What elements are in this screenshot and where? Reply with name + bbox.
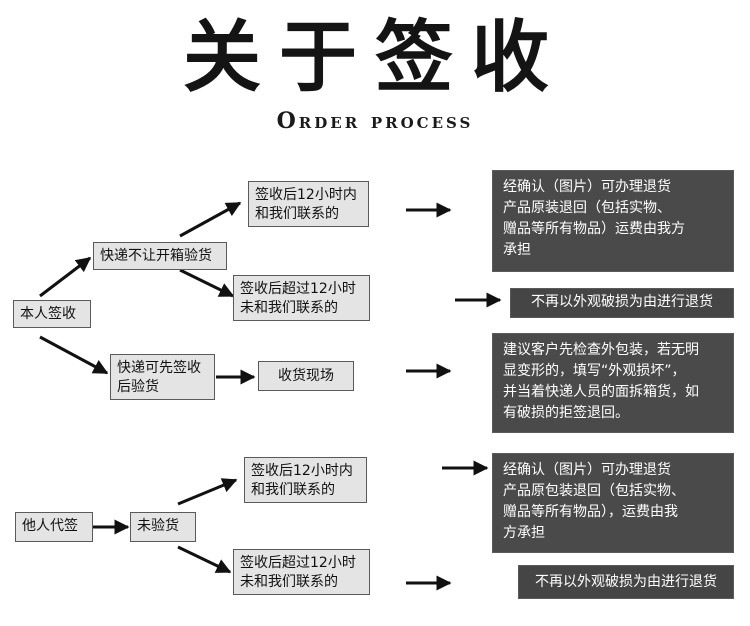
- node-sign-contact-within-12h: 签收后12小时内 和我们联系的: [248, 181, 369, 227]
- node-line: 签收后12小时内: [255, 187, 357, 203]
- result-line: 产品原包装退回（包括实物、: [503, 483, 685, 499]
- arrow-notinspected-to-within12: [177, 478, 238, 506]
- result-return-ok-1: 经确认（图片）可办理退货 产品原装退回（包括实物、 赠品等所有物品）运费由我方 …: [492, 170, 734, 272]
- arrow-noopen-to-after12: [179, 268, 235, 298]
- result-line: 显变形的，填写“外观损坏”，: [503, 363, 686, 379]
- arrow-self-to-signfirst: [39, 335, 109, 375]
- node-courier-sign-first: 快递可先签收 后验货: [110, 354, 215, 400]
- node-line: 未和我们联系的: [240, 300, 338, 316]
- node-line: 签收后超过12小时: [240, 555, 356, 571]
- page-title: 关于签收: [182, 13, 567, 103]
- result-line: 赠品等所有物品）运费由我方: [503, 221, 685, 237]
- result-line: 赠品等所有物品），运费由我: [503, 504, 678, 520]
- node-label: 快递不让开箱验货: [100, 248, 212, 264]
- result-line: 建议客户先检查外包装，若无明: [503, 342, 699, 358]
- node-line: 快递可先签收: [117, 360, 201, 376]
- node-line: 未和我们联系的: [240, 574, 338, 590]
- result-line: 经确认（图片）可办理退货: [503, 462, 671, 478]
- page-subtitle: Order process: [276, 108, 474, 134]
- result-line: 产品原装退回（包括实物、: [503, 200, 671, 216]
- node-self-sign: 本人签收: [13, 300, 91, 328]
- result-no-return-1: 不再以外观破损为由进行退货: [510, 288, 734, 318]
- node-line: 后验货: [117, 379, 159, 395]
- result-line: 承担: [503, 242, 531, 258]
- node-line: 和我们联系的: [251, 482, 335, 498]
- result-line: 经确认（图片）可办理退货: [503, 179, 671, 195]
- node-label: 本人签收: [20, 306, 76, 322]
- arrow-notinspected-to-after12: [177, 545, 232, 574]
- result-line: 有破损的拒签退回。: [503, 405, 629, 421]
- node-label: 收货现场: [278, 368, 334, 384]
- result-no-return-2: 不再以外观破损为由进行退货: [518, 565, 734, 599]
- result-label: 不再以外观破损为由进行退货: [531, 294, 713, 310]
- result-label: 不再以外观破损为由进行退货: [535, 574, 717, 590]
- node-line: 签收后超过12小时: [240, 281, 356, 297]
- arrow-noopen-to-within12: [179, 201, 242, 238]
- node-proxy-within-12h: 签收后12小时内 和我们联系的: [244, 457, 367, 503]
- node-courier-no-open: 快递不让开箱验货: [93, 242, 227, 270]
- node-proxy-sign: 他人代签: [15, 512, 93, 542]
- node-receive-on-site: 收货现场: [258, 361, 354, 391]
- node-not-inspected: 未验货: [130, 512, 196, 542]
- node-line: 签收后12小时内: [251, 463, 353, 479]
- node-proxy-after-12h: 签收后超过12小时 未和我们联系的: [233, 549, 370, 595]
- result-line: 并当着快递人员的面拆箱货，如: [503, 384, 699, 400]
- node-label: 他人代签: [22, 518, 78, 534]
- result-inspect-advice: 建议客户先检查外包装，若无明 显变形的，填写“外观损坏”， 并当着快递人员的面拆…: [492, 333, 734, 433]
- node-sign-contact-after-12h: 签收后超过12小时 未和我们联系的: [233, 275, 370, 321]
- node-line: 和我们联系的: [255, 206, 339, 222]
- node-label: 未验货: [137, 518, 179, 534]
- result-line: 方承担: [503, 525, 545, 541]
- arrow-self-to-noopen: [39, 256, 92, 298]
- result-return-ok-2: 经确认（图片）可办理退货 产品原包装退回（包括实物、 赠品等所有物品），运费由我…: [492, 453, 734, 553]
